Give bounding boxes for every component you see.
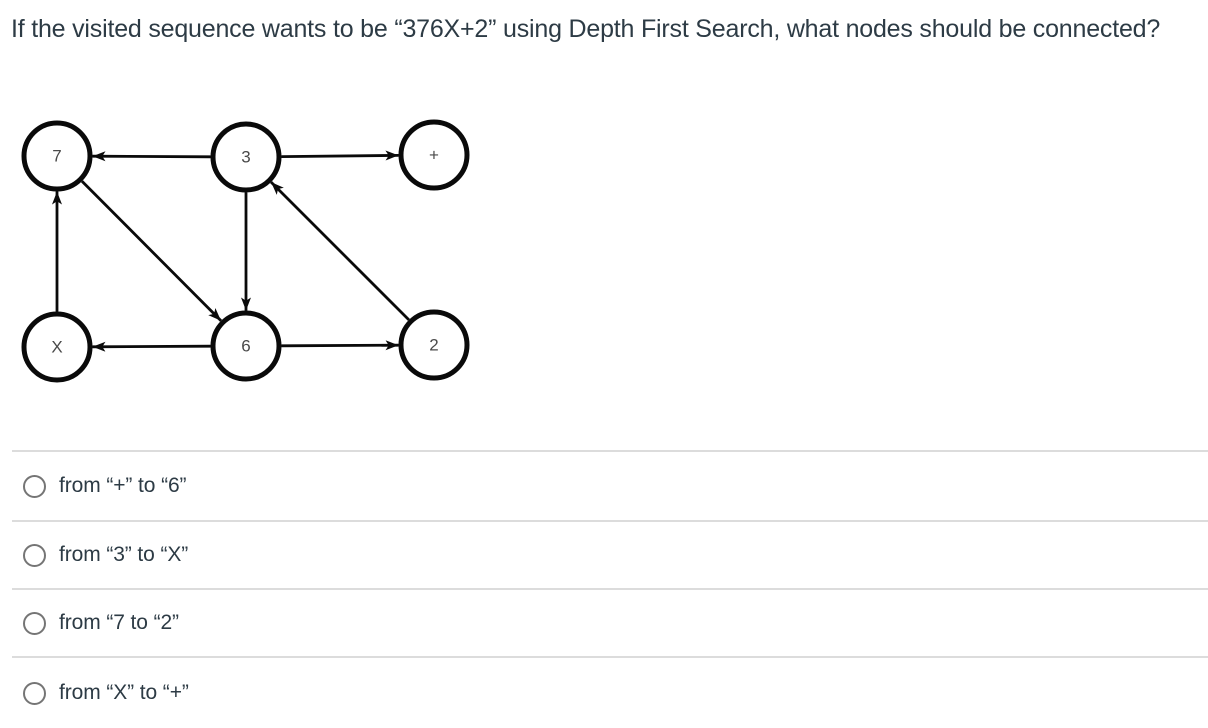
radio-button-2[interactable] <box>23 543 46 567</box>
graph-svg: 7 3 + X 6 2 <box>21 119 470 383</box>
node-circle-2 <box>398 309 470 381</box>
question-text: If the visited sequence wants to be “376… <box>11 15 1161 43</box>
node-circle-3 <box>210 121 282 193</box>
node-label-7: 7 <box>52 147 61 166</box>
radio-button-4[interactable] <box>23 681 46 705</box>
option-row-1[interactable]: from “+” to “6” <box>12 450 1208 520</box>
option-label-2: from “3” to “X” <box>59 543 189 566</box>
node-circle-X <box>21 311 93 383</box>
edge-7-to-6 <box>81 180 222 322</box>
option-row-3[interactable]: from “7 to “2” <box>12 588 1208 656</box>
graph-edges <box>52 150 410 352</box>
node-label-3: 3 <box>241 148 250 167</box>
node-label-6: 6 <box>241 337 250 356</box>
option-label-1: from “+” to “6” <box>59 474 187 497</box>
option-label-3: from “7 to “2” <box>59 611 179 634</box>
option-label-4: from “X” to “+” <box>59 681 189 704</box>
edge-3-to-plus <box>281 150 399 161</box>
edge-3-to-7 <box>92 151 211 162</box>
radio-button-3[interactable] <box>23 611 46 635</box>
option-row-2[interactable]: from “3” to “X” <box>12 520 1208 588</box>
node-circle-6 <box>210 310 282 382</box>
edge-6-to-X <box>92 341 211 352</box>
radio-button-1[interactable] <box>23 474 46 498</box>
graph-nodes: 7 3 + X 6 2 <box>21 119 470 383</box>
edge-2-to-3 <box>270 181 410 321</box>
edge-6-to-2 <box>281 340 399 351</box>
option-row-4[interactable]: from “X” to “+” <box>12 656 1208 728</box>
node-label-plus: + <box>429 146 439 165</box>
graph-figure: 7 3 + X 6 2 <box>0 100 492 402</box>
answer-options: from “+” to “6” from “3” to “X” from “7 … <box>12 450 1208 728</box>
node-circle-7 <box>21 120 93 192</box>
node-label-X: X <box>51 338 62 357</box>
node-circle-plus <box>398 119 470 191</box>
node-label-2: 2 <box>429 336 438 355</box>
